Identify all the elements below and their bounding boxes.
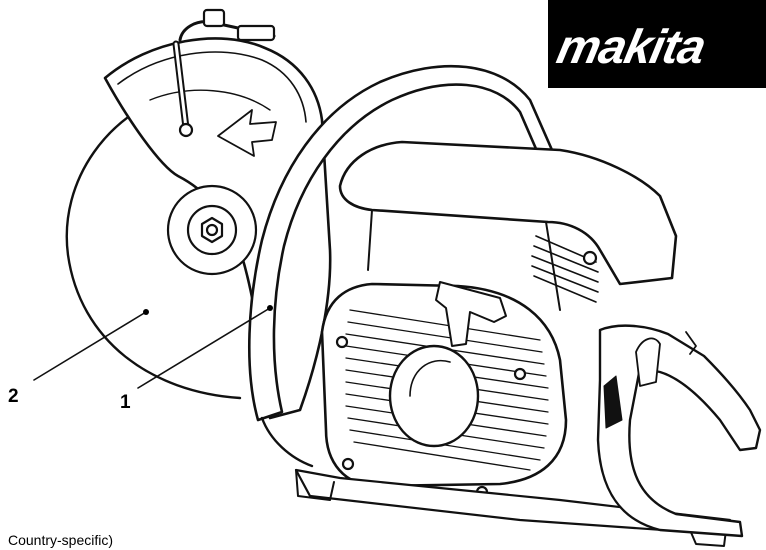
callout-dot-1 [267,305,273,311]
leader-line-2 [33,311,147,381]
handlebar-outer [247,64,554,422]
leader-line-1 [137,307,271,389]
rear-handle [596,324,762,538]
footer-note: Country-specific) [8,532,114,548]
callout-label-2: 2 [8,386,19,407]
logo-background [548,0,766,88]
air-vent [531,235,599,303]
cutting-disc [65,90,242,400]
brand-logo: makita [548,0,766,88]
starter-handle [435,281,507,347]
callout-dot-2 [143,309,149,315]
rotation-arrow [217,109,277,157]
throttle-trigger [635,337,661,387]
callout-label-1: 1 [120,392,131,413]
logo-text: makita [552,21,710,74]
starter-rope-cover [388,344,480,448]
top-cover [338,140,678,286]
cooling-grille [345,309,549,471]
